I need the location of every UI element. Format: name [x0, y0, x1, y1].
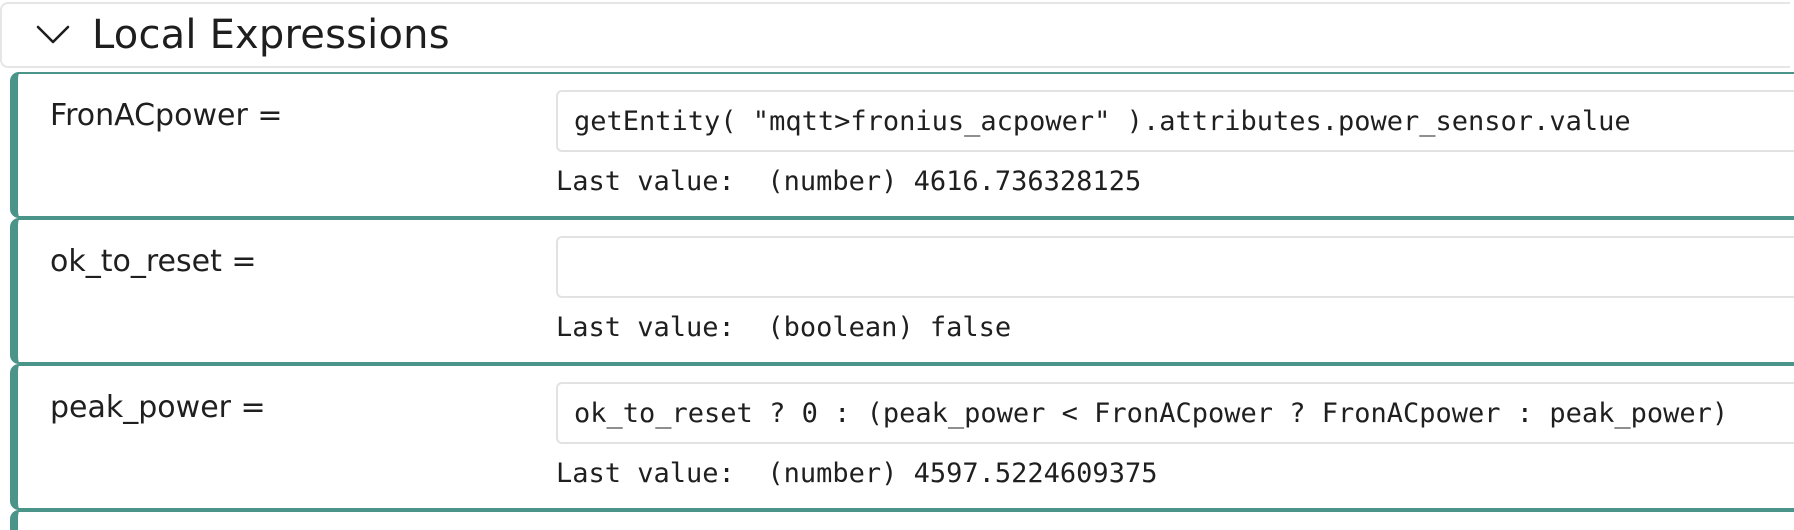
- last-value-text: (number) 4597.5224609375: [767, 458, 1158, 489]
- expression-input[interactable]: [556, 382, 1794, 444]
- local-expressions-header[interactable]: Local Expressions: [0, 2, 1790, 68]
- chevron-down-icon[interactable]: [36, 15, 80, 55]
- last-value: Last value: (number) 4616.736328125: [556, 166, 1141, 197]
- expression-input[interactable]: [556, 236, 1794, 298]
- last-value-label: Last value:: [556, 458, 735, 489]
- expression-name: ok_to_reset =: [50, 244, 257, 279]
- last-value-label: Last value:: [556, 166, 735, 197]
- last-value-text: (boolean) false: [767, 312, 1012, 343]
- expression-name: peak_power =: [50, 390, 266, 425]
- expression-row-partial: [10, 510, 1794, 530]
- last-value-label: Last value:: [556, 312, 735, 343]
- expression-name: FronACpower =: [50, 98, 283, 133]
- expression-list: FronACpower = Last value: (number) 4616.…: [10, 72, 1794, 530]
- expression-input[interactable]: [556, 90, 1794, 152]
- last-value: Last value: (number) 4597.5224609375: [556, 458, 1157, 489]
- expression-row: ok_to_reset = Last value: (boolean) fals…: [10, 218, 1794, 364]
- expression-row: peak_power = Last value: (number) 4597.5…: [10, 364, 1794, 510]
- section-title: Local Expressions: [92, 12, 450, 58]
- last-value-text: (number) 4616.736328125: [767, 166, 1142, 197]
- expression-row: FronACpower = Last value: (number) 4616.…: [10, 72, 1794, 218]
- last-value: Last value: (boolean) false: [556, 312, 1011, 343]
